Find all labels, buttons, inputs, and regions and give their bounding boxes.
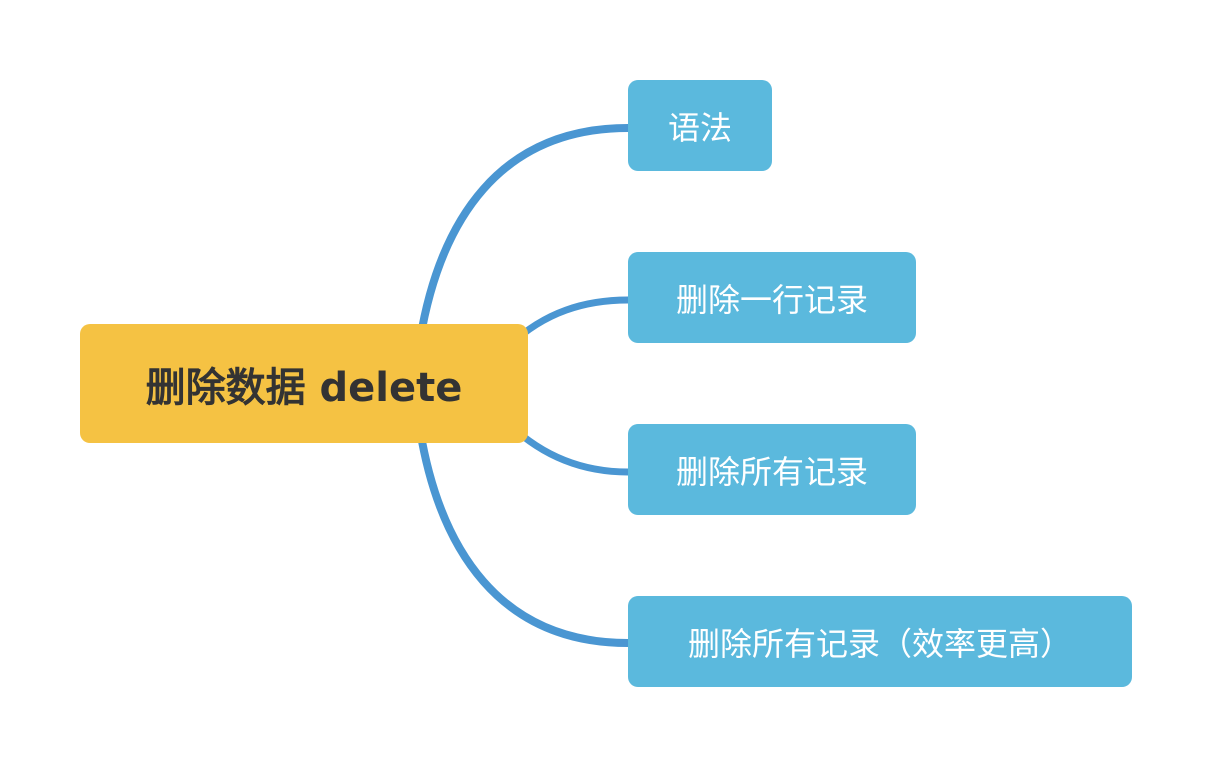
node-label: 删除一行记录 bbox=[675, 280, 868, 319]
node-label: 语法 bbox=[667, 108, 732, 147]
link-syntax bbox=[416, 124, 629, 341]
node-delete-all-efficient[interactable]: 删除所有记录（效率更高） bbox=[628, 596, 1132, 687]
root-node[interactable]: 删除数据 delete bbox=[80, 324, 528, 443]
link-delete-all-efficient bbox=[416, 429, 629, 647]
node-label: 删除所有记录（效率更高） bbox=[687, 624, 1072, 663]
root-label: 删除数据 delete bbox=[145, 364, 463, 411]
node-label: 删除所有记录 bbox=[675, 452, 868, 491]
node-delete-all[interactable]: 删除所有记录 bbox=[628, 424, 916, 515]
node-delete-one-row[interactable]: 删除一行记录 bbox=[628, 252, 916, 343]
node-syntax[interactable]: 语法 bbox=[628, 80, 772, 171]
